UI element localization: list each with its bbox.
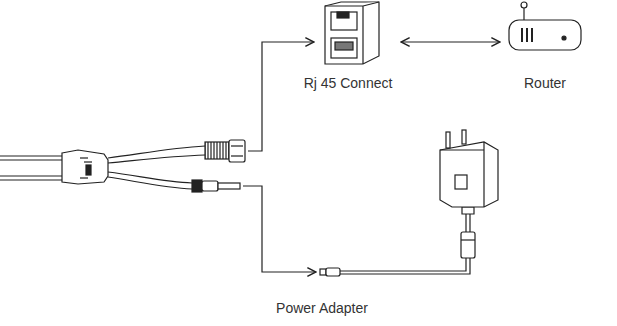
double-arrow-connector [401,41,500,42]
rj45-coupler-icon [313,0,383,74]
rj45-connect: Rj 45 Connect [298,0,398,92]
node-label: Router [522,75,568,92]
router: Router [503,0,587,92]
node-label: Rj 45 Connect [302,75,395,92]
router-icon [506,0,584,74]
part-label: Power Adapter [274,300,370,317]
